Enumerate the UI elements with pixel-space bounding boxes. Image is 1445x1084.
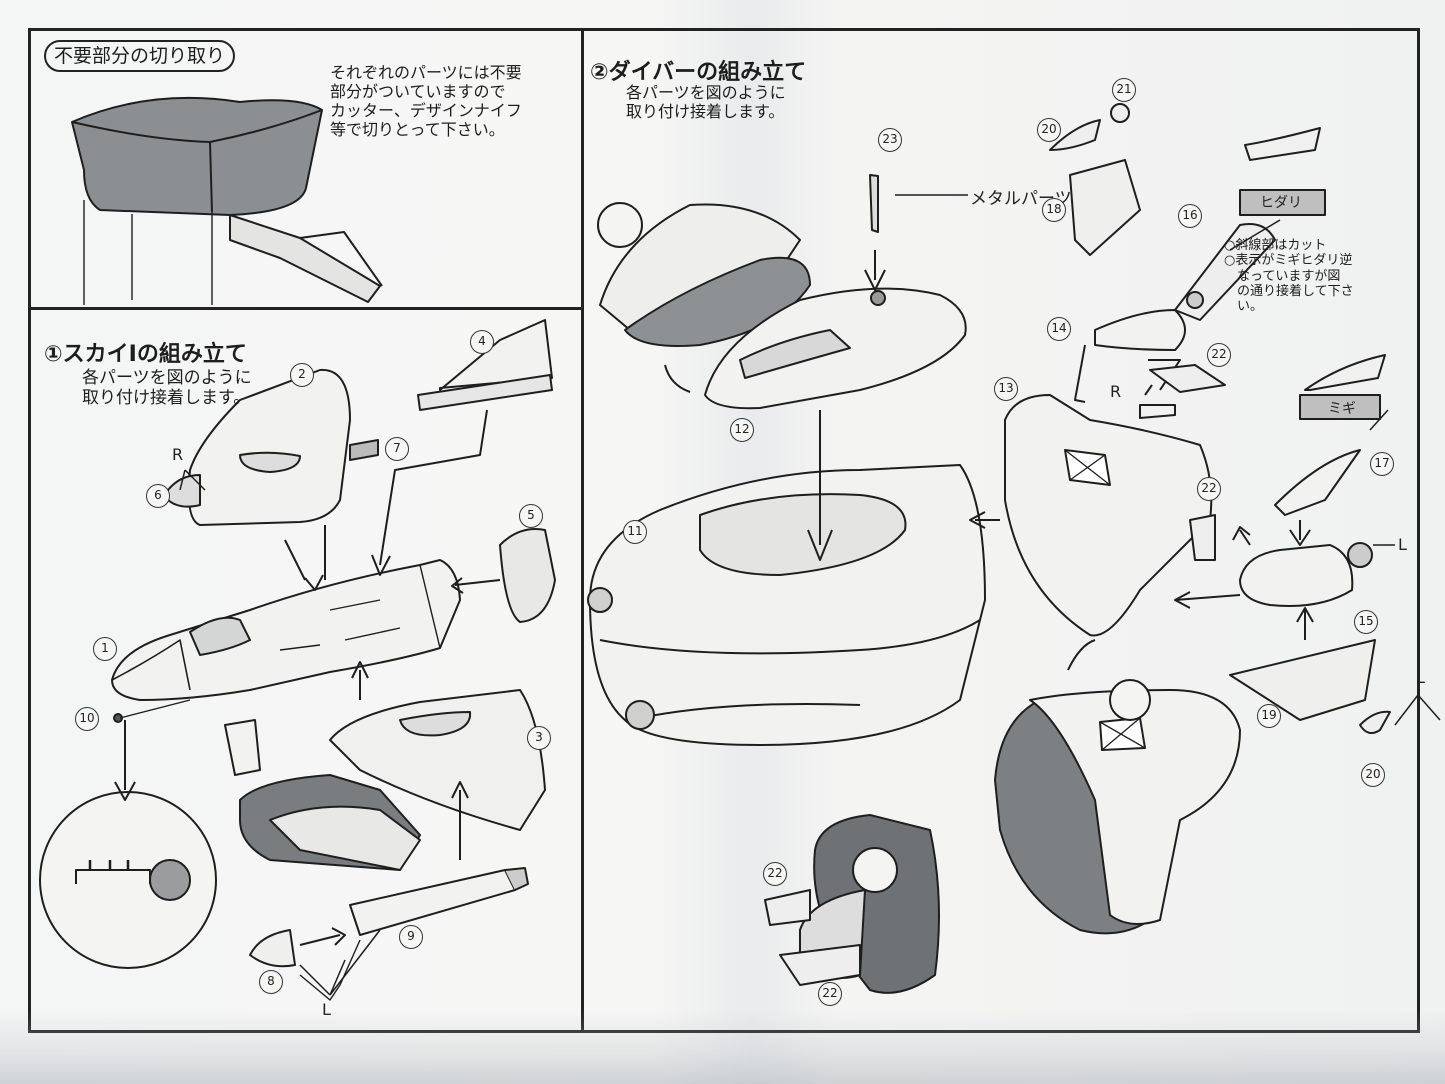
callout-part-23: 23 bbox=[878, 128, 902, 152]
diver-section-title: ②ダイバーの組み立て bbox=[590, 60, 807, 85]
callout-part-8: 8 bbox=[259, 970, 283, 994]
callout-part-7: 7 bbox=[385, 437, 409, 461]
callout-part-11: 11 bbox=[623, 520, 647, 544]
callout-part-22a: 22 bbox=[1207, 343, 1231, 367]
callout-part-10: 10 bbox=[75, 707, 99, 731]
diver-tail-group bbox=[1049, 103, 1326, 419]
sky-instruction: 各パーツを図のように 取り付け接着します。 bbox=[82, 368, 252, 409]
callout-part-20a: 20 bbox=[1037, 118, 1061, 142]
diver-part-22 bbox=[764, 814, 940, 994]
diver-part-13 bbox=[969, 394, 1213, 637]
callout-part-3: 3 bbox=[527, 726, 551, 750]
callout-part-2: 2 bbox=[290, 363, 314, 387]
callout-part-12: 12 bbox=[730, 418, 754, 442]
callout-part-22d: 22 bbox=[818, 982, 842, 1006]
sky-missile-assembly bbox=[249, 867, 529, 1001]
runner-cut-illustration bbox=[71, 96, 383, 305]
callout-part-6: 6 bbox=[146, 484, 170, 508]
callout-part-1: 1 bbox=[93, 637, 117, 661]
cut-section-title: 不要部分の切り取り bbox=[44, 40, 236, 72]
callout-part-22b: 22 bbox=[1197, 477, 1221, 501]
sky-label-r: R bbox=[172, 445, 184, 464]
sky-tail-4 bbox=[371, 319, 553, 576]
diver-label-r: R bbox=[1110, 382, 1122, 401]
diver-engine-group bbox=[1174, 354, 1391, 735]
callout-part-13: 13 bbox=[994, 377, 1018, 401]
callout-part-16: 16 bbox=[1178, 204, 1202, 228]
diver-label-l2: L bbox=[1416, 668, 1425, 687]
callout-part-5: 5 bbox=[519, 504, 543, 528]
diver-part-12 bbox=[664, 174, 967, 410]
sky-section-title: ①スカイⅠの組み立て bbox=[44, 342, 247, 367]
callout-part-21: 21 bbox=[1112, 78, 1136, 102]
cut-instruction: それぞれのパーツには不要 部分がついていますので カッター、デザインナイフ 等で… bbox=[330, 63, 522, 139]
diver-instruction: 各パーツを図のように 取り付け接着します。 bbox=[626, 83, 786, 121]
callout-part-14: 14 bbox=[1047, 317, 1071, 341]
sky-wing-2 bbox=[167, 368, 379, 591]
sky-label-l: L bbox=[322, 1000, 331, 1019]
diver-main-hull bbox=[587, 410, 986, 746]
callout-part-19: 19 bbox=[1257, 704, 1281, 728]
callout-part-9: 9 bbox=[399, 925, 423, 949]
callout-part-4: 4 bbox=[470, 330, 494, 354]
migi-label: ミギ bbox=[1328, 401, 1356, 417]
callout-part-22c: 22 bbox=[763, 862, 787, 886]
sky-cut-detail bbox=[224, 719, 421, 871]
callout-part-20b: 20 bbox=[1361, 763, 1385, 787]
hidari-label: ヒダリ bbox=[1260, 195, 1302, 211]
detail-magnifier bbox=[39, 720, 217, 969]
diver-lower-assembly bbox=[994, 639, 1241, 935]
callout-part-18: 18 bbox=[1042, 198, 1066, 222]
page-shadow bbox=[0, 1010, 1445, 1084]
sky-fuselage bbox=[111, 559, 461, 723]
callout-part-15: 15 bbox=[1354, 610, 1378, 634]
callout-part-17: 17 bbox=[1370, 452, 1394, 476]
diver-label-l: L bbox=[1398, 535, 1407, 554]
diver-note: ○斜線部はカット ○表示がミギヒダリ逆 なっていますが図 の通り接着して下さ い… bbox=[1224, 238, 1354, 315]
sky-part-5 bbox=[451, 528, 556, 623]
